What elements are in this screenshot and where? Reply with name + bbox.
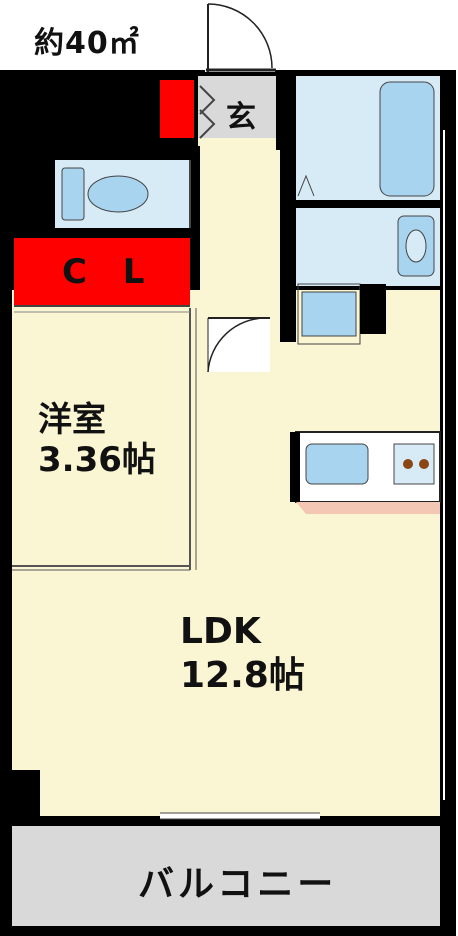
bathtub [379, 81, 435, 197]
closet-label: C L [62, 252, 157, 292]
kitchen-sink [305, 443, 369, 485]
western-room-name: 洋室 [38, 400, 106, 440]
stove-burner [419, 459, 429, 469]
entrance-hall [200, 140, 280, 320]
toilet-bowl [87, 175, 149, 213]
closet [14, 238, 190, 306]
entrance-label: 玄 [226, 100, 256, 135]
toilet-tank [61, 167, 85, 221]
western-room-label: 洋室 3.36帖 [38, 400, 156, 480]
ldk-name: LDK [180, 611, 261, 652]
washing-machine [301, 291, 357, 337]
entrance [198, 76, 276, 142]
area-label: 約40㎡ [34, 26, 140, 61]
western-room-size: 3.36帖 [38, 440, 156, 480]
ldk-label: LDK 12.8帖 [180, 610, 305, 698]
ldk-size: 12.8帖 [180, 655, 305, 696]
balcony-label: バルコニー [138, 864, 338, 905]
stove-burner [403, 459, 413, 469]
balcony [12, 826, 440, 926]
western-room [12, 308, 190, 570]
